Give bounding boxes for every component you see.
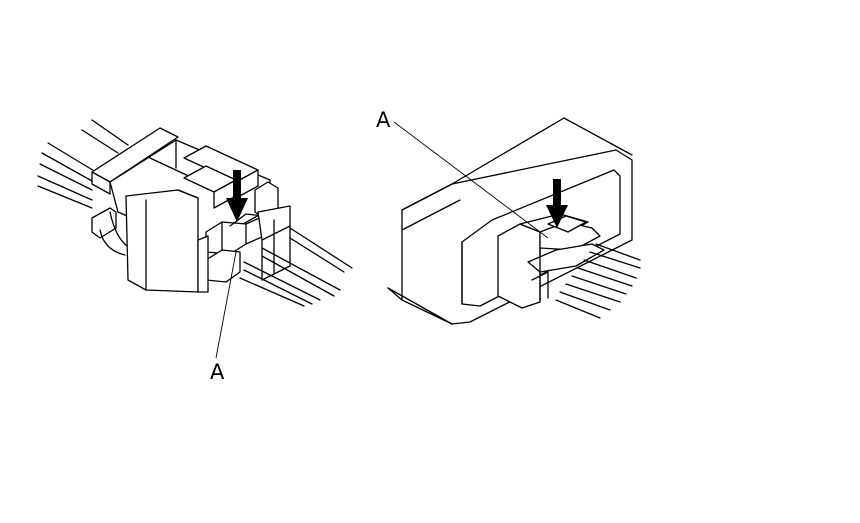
- left-lock-tab-lower: [205, 249, 241, 283]
- left-wire-bundle-front: [239, 227, 353, 307]
- left-front-face: [125, 189, 199, 293]
- left-callout-label: A: [210, 360, 225, 384]
- left-callout-leader: [215, 251, 237, 359]
- left-connector-illustration: A: [37, 119, 353, 384]
- right-push-arrow: [546, 179, 568, 228]
- left-side-clip: [91, 207, 117, 239]
- right-connector-illustration: A: [376, 108, 641, 325]
- right-callout-label: A: [376, 108, 391, 132]
- right-wire-bundle: [555, 243, 641, 319]
- left-push-arrow: [226, 170, 248, 222]
- right-callout-leader: [393, 121, 549, 239]
- left-wire-bundle-rear: [37, 119, 129, 209]
